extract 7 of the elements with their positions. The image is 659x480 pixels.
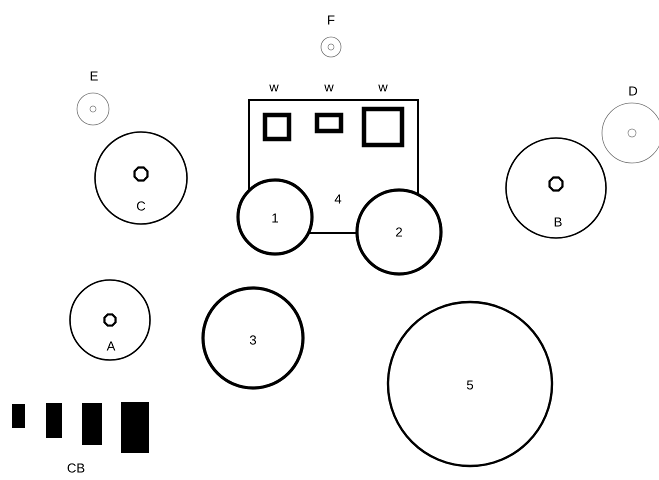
- node-label: D: [629, 86, 638, 96]
- node-label: w: [378, 84, 388, 92]
- node-label: F: [328, 16, 334, 24]
- node-label: w: [269, 84, 279, 92]
- node-label: E: [90, 72, 98, 80]
- label: CB: [68, 463, 84, 473]
- node-label: w: [324, 84, 334, 92]
